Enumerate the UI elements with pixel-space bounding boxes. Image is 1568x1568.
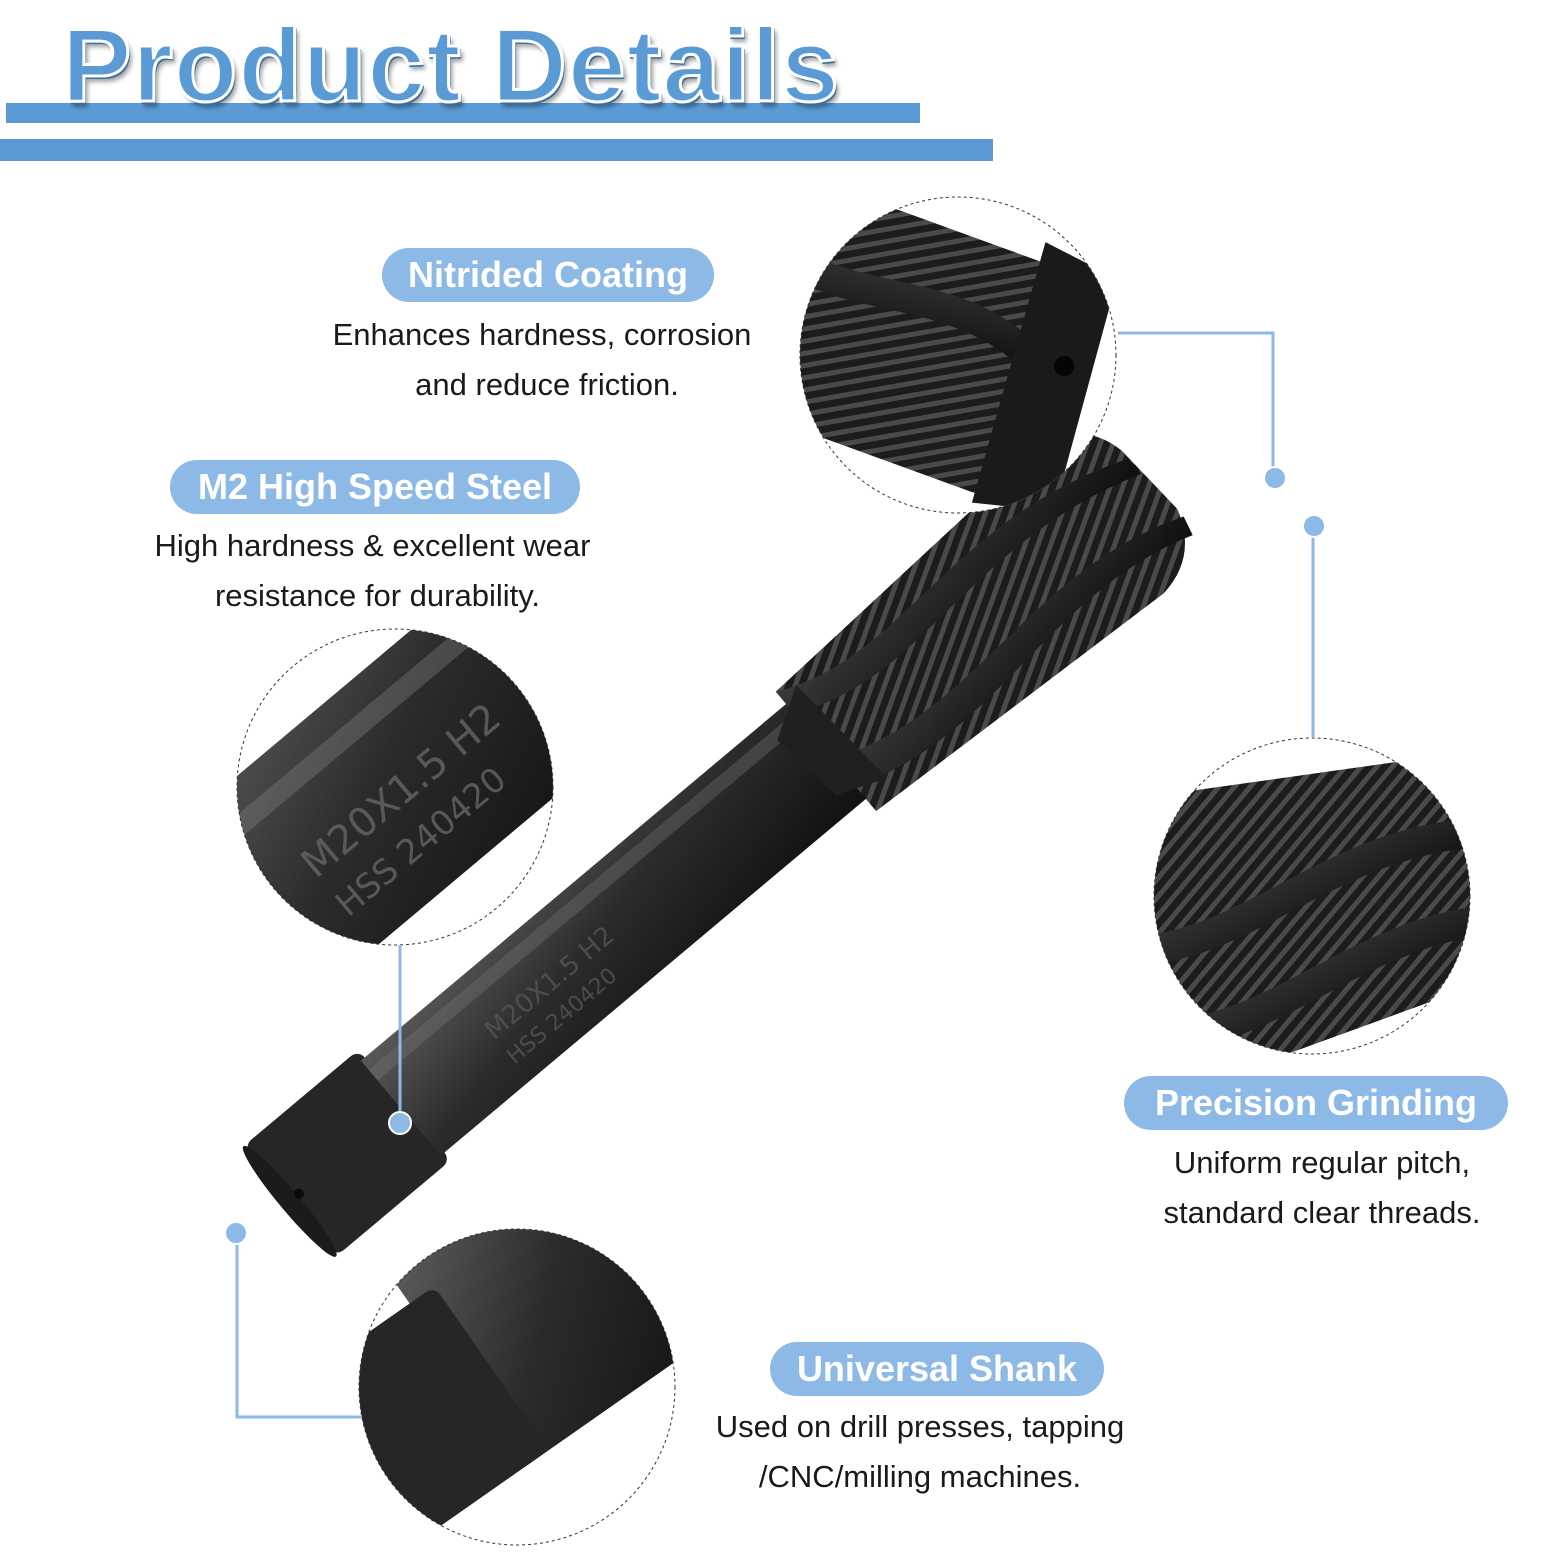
connector-tip [1118, 331, 1275, 478]
zoom-circle-shank-marking-border [236, 628, 554, 946]
feature-desc-nitrided-line2: and reduce friction. [415, 367, 679, 402]
connector-dot [388, 1111, 412, 1135]
feature-desc-shank-line1: Used on drill presses, tapping [715, 1409, 1125, 1444]
tap-tool: M20X1.5 H2 HSS 240420 [242, 433, 1193, 1257]
feature-desc-shank-line2: /CNC/milling machines. [758, 1459, 1082, 1494]
zoom-circle-square-drive-border [358, 1228, 676, 1546]
connector-dot [224, 1221, 248, 1245]
zoom-circle-tip-border [799, 196, 1117, 514]
title-divider-bar [0, 139, 993, 161]
feature-badge-m2-high-speed-steel: M2 High Speed Steel [170, 460, 580, 514]
feature-desc-precision-line1: Uniform regular pitch, [1173, 1145, 1471, 1180]
feature-desc-m2-line1: High hardness & excellent wear [154, 528, 591, 563]
feature-desc-nitrided-line1: Enhances hardness, corrosion [332, 317, 752, 352]
thread-section [775, 433, 1185, 812]
page-title: Product Details [61, 8, 841, 124]
connector-dot [1302, 514, 1326, 538]
tap-shank [360, 700, 870, 1156]
feature-badge-universal-shank: Universal Shank [770, 1342, 1104, 1396]
zoom-circle-threads-border [1153, 737, 1471, 1055]
connector-dots [224, 466, 1326, 1245]
zoom-circle-threads [1154, 738, 1470, 1054]
connector-dot [1263, 466, 1287, 490]
connector-lines [235, 331, 1315, 1419]
feature-badge-nitrided-coating: Nitrided Coating [382, 248, 714, 302]
title-underline-bar [6, 103, 920, 123]
feature-desc-m2-line2: resistance for durability. [214, 578, 541, 613]
zoom-circle-tip [800, 197, 1116, 513]
feature-desc-precision-line2: standard clear threads. [1163, 1195, 1481, 1230]
connector-drive [235, 1233, 362, 1419]
feature-badge-precision-grinding: Precision Grinding [1124, 1076, 1508, 1130]
